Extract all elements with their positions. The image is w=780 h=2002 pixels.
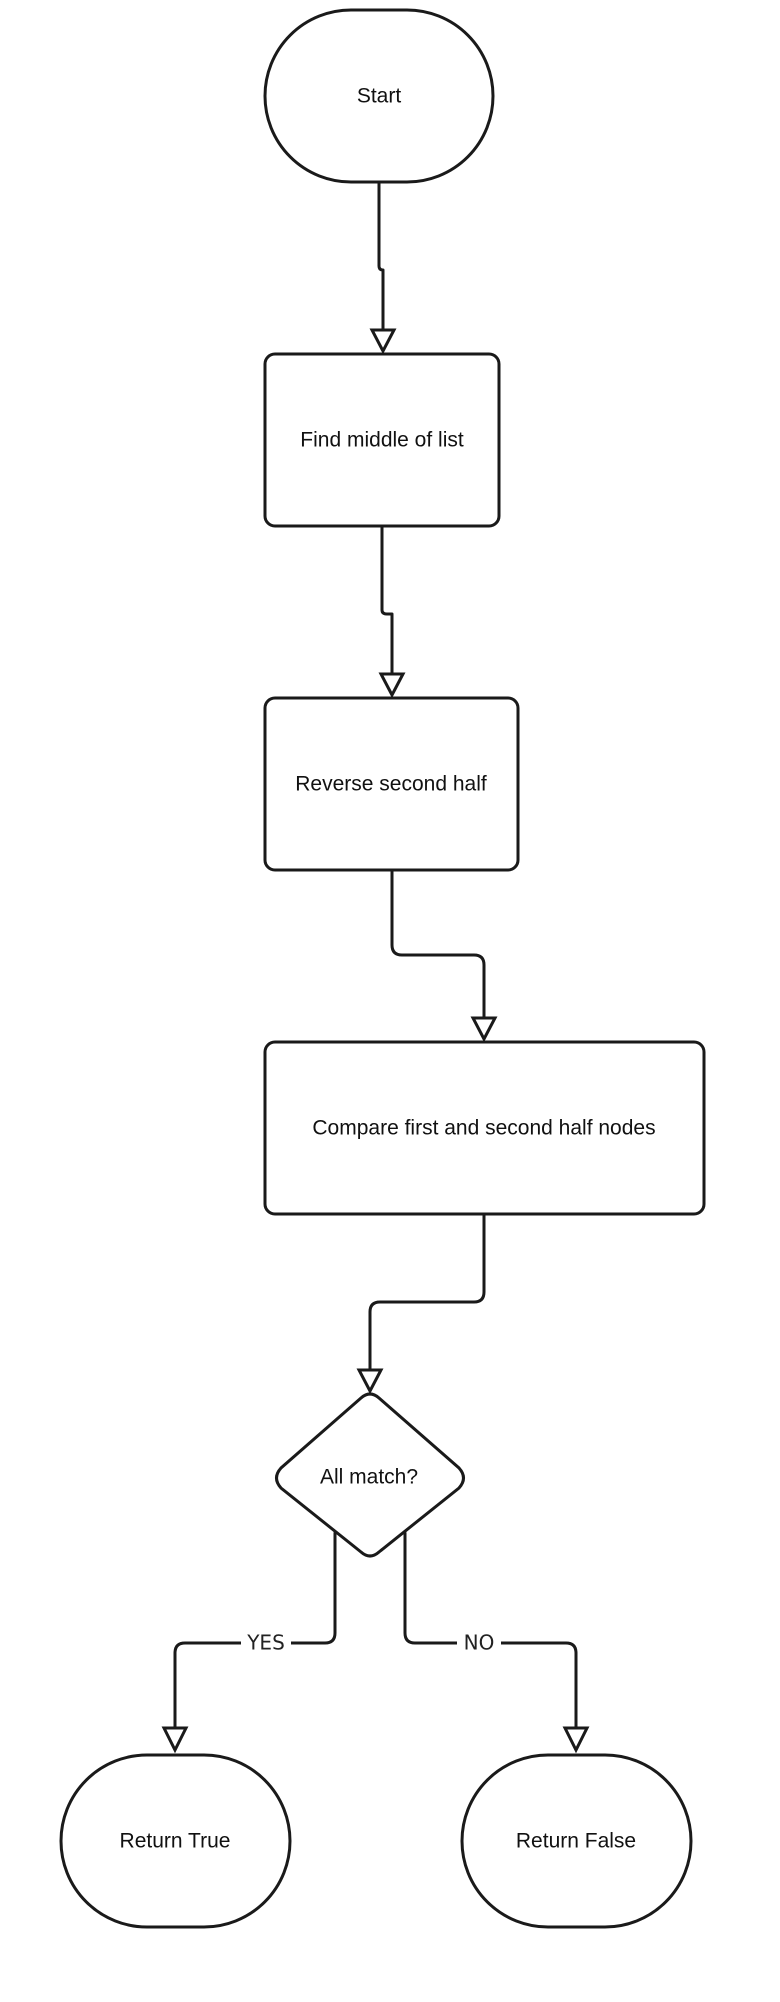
compare-node: Compare first and second half nodes [263, 1040, 706, 1216]
find-middle-node: Find middle of list [263, 352, 501, 528]
edge-decision-no: NO [403, 1531, 590, 1754]
reverse-label: Reverse second half [295, 773, 487, 796]
edge-reverse-to-compare [390, 868, 498, 1043]
arrowhead-icon [356, 1368, 384, 1395]
return-true-label: Return True [120, 1830, 231, 1853]
edge-start-to-find-middle [369, 180, 397, 355]
arrowhead-icon [161, 1726, 189, 1754]
arrowhead-icon [470, 1016, 498, 1043]
arrowhead-icon [369, 328, 397, 355]
edge-find-middle-to-reverse [378, 524, 406, 699]
start-node: Start [263, 8, 495, 184]
edge-decision-yes: YES [161, 1531, 337, 1754]
edge-compare-to-decision [356, 1212, 486, 1395]
arrowhead-icon [562, 1726, 590, 1754]
return-false-label: Return False [516, 1830, 636, 1853]
return-true-node: Return True [59, 1753, 292, 1929]
no-label: NO [464, 1631, 495, 1655]
return-false-node: Return False [460, 1753, 693, 1929]
arrowhead-icon [378, 672, 406, 699]
decision-label: All match? [320, 1466, 418, 1489]
compare-label: Compare first and second half nodes [312, 1117, 655, 1140]
reverse-node: Reverse second half [263, 696, 520, 872]
decision-node: All match? [275, 1392, 465, 1558]
start-label: Start [357, 85, 402, 108]
yes-label: YES [246, 1631, 285, 1655]
find-middle-label: Find middle of list [300, 429, 464, 452]
